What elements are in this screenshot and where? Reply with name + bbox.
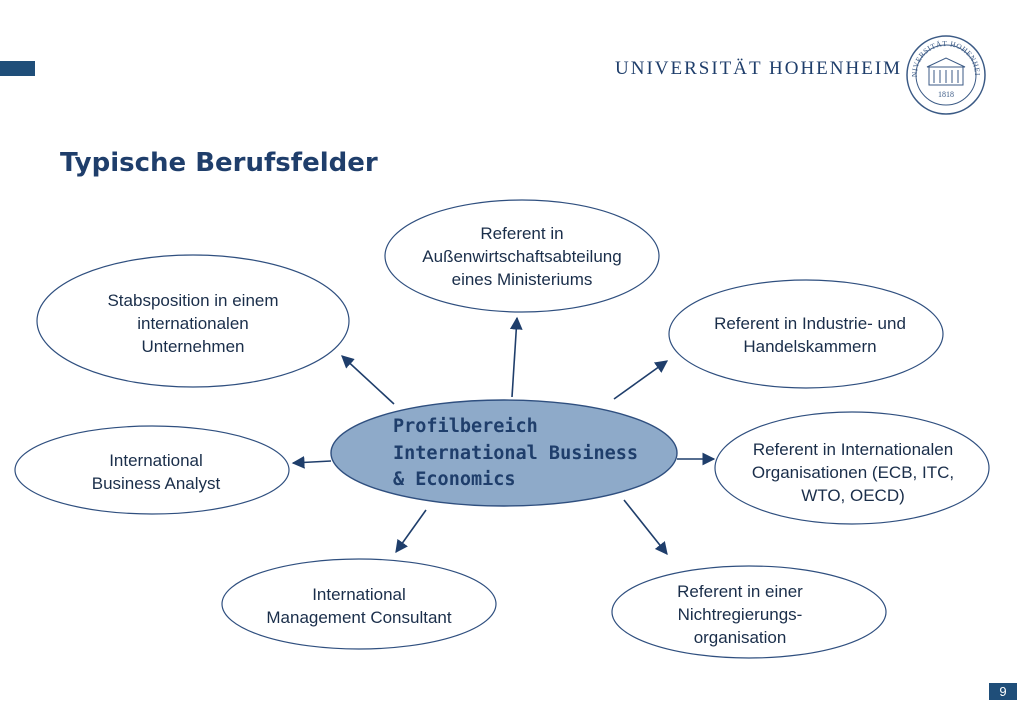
page-number: 9 <box>989 683 1017 700</box>
accent-bar <box>0 61 35 76</box>
arrow-to-bottom-left <box>395 509 427 554</box>
arrow-to-bottom-right <box>623 499 668 556</box>
node-bottom-right-ellipse <box>611 565 887 659</box>
node-upper-right-ellipse <box>668 279 944 389</box>
arrow-to-upper-left <box>341 355 395 405</box>
arrow-to-top <box>509 316 523 398</box>
node-top: Referent in Außenwirtschaftsabteilung ei… <box>422 223 622 289</box>
center-node: Profilbereich International Business & E… <box>393 416 639 490</box>
node-bottom-left-ellipse <box>221 558 497 650</box>
node-top-ellipse <box>384 199 660 313</box>
node-upper-right: Referent in Industrie- und Handelskammer… <box>714 314 906 356</box>
node-middle-left: International Business Analyst <box>91 451 221 493</box>
node-upper-left: Stabsposition in einem internationalen U… <box>107 290 279 356</box>
arrow-to-upper-right <box>613 360 669 400</box>
page-title: Typische Berufsfelder <box>60 148 378 178</box>
node-middle-right-ellipse <box>714 411 990 525</box>
arrow-to-middle-left <box>291 456 332 469</box>
node-middle-right: Referent in Internationalen Organisation… <box>751 439 955 505</box>
node-bottom-left: International Management Consultant <box>266 585 452 627</box>
university-name: UNIVERSITÄT HOHENHEIM <box>615 58 903 79</box>
node-bottom-right: Referent in einer Nichtregierungs- organ… <box>677 581 803 647</box>
node-middle-left-ellipse <box>14 425 290 515</box>
node-upper-left-ellipse <box>36 254 350 388</box>
university-seal-icon: UNIVERSITÄT HOHENHEIM 1818 <box>905 34 986 115</box>
center-ellipse <box>330 399 678 507</box>
seal-year: 1818 <box>938 90 954 99</box>
